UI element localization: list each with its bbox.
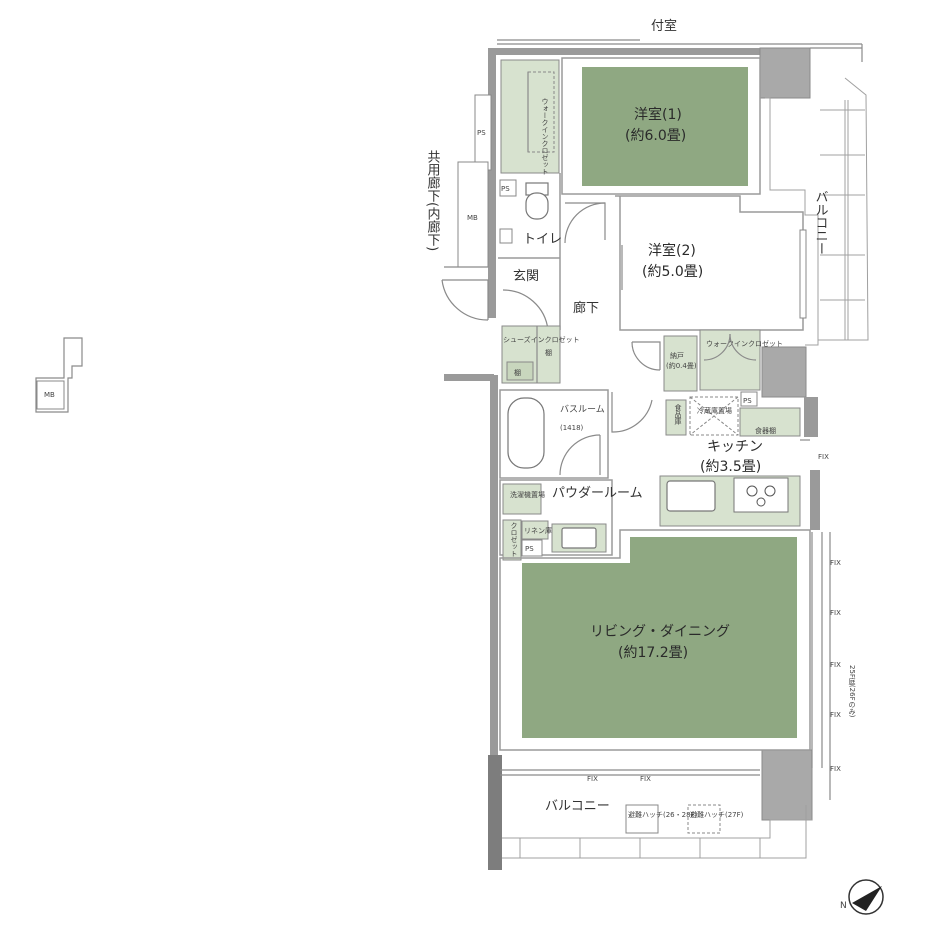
- shoes-in-closet: シューズインクロゼット 棚 棚: [501, 325, 580, 384]
- yoshitsu1-size: (約6.0畳): [625, 128, 686, 144]
- shokkidana-label: 食器棚: [755, 426, 776, 435]
- nando-name: 納戸: [670, 351, 684, 360]
- kitchen-name: キッチン: [707, 439, 763, 455]
- balcony-south: バルコニー 避難ハッチ(26・28F) 避難ハッチ(27F): [502, 799, 812, 859]
- ps-label-3: PS: [743, 397, 752, 405]
- bath-size: (1418): [560, 424, 584, 432]
- kitchen: 食品庫 冷蔵庫置場 PS 食器棚 キッチン (約3.5畳) FIX: [659, 391, 829, 527]
- closet-label: クロゼット: [510, 522, 518, 557]
- hinan2-label: 避難ハッチ(27F): [690, 810, 744, 819]
- yoshitsu2-name: 洋室(2): [648, 242, 696, 259]
- fix-label-5: FIX: [830, 711, 841, 719]
- ps-label-1: PS: [477, 129, 486, 137]
- reizoko-label: 冷蔵庫置場: [697, 406, 732, 415]
- toilet-label: トイレ: [523, 232, 562, 247]
- balcony-east-label: バルコニー: [813, 190, 829, 255]
- shoes-in-label: シューズインクロゼット: [503, 335, 580, 344]
- tana-label-2: 棚: [545, 348, 552, 357]
- walkin-closet-1: ウォークインクロゼット: [500, 59, 560, 175]
- toilet-room: PS トイレ: [498, 173, 606, 330]
- sentakuki-label: 洗濯機置場: [510, 490, 545, 499]
- living-dining: リビング・ダイニング (約17.2畳) FIX FIX FIX FIX FIX …: [499, 529, 856, 800]
- fix-label-7: FIX: [587, 775, 598, 783]
- roka-label: 廊下: [573, 300, 599, 316]
- fix-label-6: FIX: [830, 765, 841, 773]
- yoshitsu1-name: 洋室(1): [634, 106, 682, 123]
- balcony-south-label: バルコニー: [545, 799, 610, 814]
- fix-label-1: FIX: [818, 453, 829, 461]
- tana-label-1: 棚: [514, 368, 521, 377]
- fix-label-2: FIX: [830, 559, 841, 567]
- mb-detail-label: MB: [44, 391, 55, 399]
- fix-label-4: FIX: [830, 661, 841, 669]
- north-arrow-icon: N: [840, 879, 884, 915]
- ps-label-2: PS: [501, 185, 510, 193]
- fix-label-8: FIX: [640, 775, 651, 783]
- powder-room: 洗濯機置場 パウダールーム リネン庫 クロゼット PS: [499, 479, 643, 561]
- north-label: N: [840, 901, 847, 911]
- fix-label-3: FIX: [830, 609, 841, 617]
- mb-label: MB: [467, 214, 478, 222]
- balcony-east: バルコニー: [765, 77, 869, 346]
- room-yoshitsu-1: 洋室(1) (約6.0畳): [561, 57, 761, 195]
- yoshitsu2-size: (約5.0畳): [642, 264, 703, 280]
- linen-label: リネン庫: [524, 526, 552, 535]
- niwa-label: 25F庭(26Fのみ): [848, 665, 856, 718]
- shokuhinko-label: 食品庫: [674, 403, 682, 426]
- fushitsu-label: 付室: [651, 18, 677, 34]
- hinan1-label: 避難ハッチ(26・28F): [628, 810, 698, 819]
- mb-detail: MB: [35, 337, 83, 413]
- genkan-label: 玄関: [513, 269, 539, 284]
- entrance: 玄関 廊下: [441, 269, 599, 331]
- walkin-closet-2-label: ウォークインクロゼット: [706, 339, 783, 348]
- nando-closet-2: 納戸 (約0.4畳) ウォークインクロゼット: [631, 329, 783, 392]
- nando-size: (約0.4畳): [666, 361, 697, 370]
- kyoyo-roka-label: 共用廊下(内廊下): [425, 150, 441, 251]
- bath-name: バスルーム: [560, 404, 605, 415]
- room-yoshitsu-2: 洋室(2) (約5.0畳): [615, 195, 807, 331]
- bathroom: バスルーム (1418): [499, 389, 653, 479]
- powder-room-label: パウダールーム: [552, 486, 643, 501]
- kitchen-size: (約3.5畳): [700, 459, 761, 475]
- ps-mb-area: PS MB: [444, 94, 492, 268]
- ps-label-4: PS: [525, 545, 534, 553]
- walkin-closet-1-label: ウォークインクロゼット: [541, 98, 549, 175]
- living-name: リビング・ダイニング: [590, 624, 730, 640]
- living-size: (約17.2畳): [618, 645, 688, 661]
